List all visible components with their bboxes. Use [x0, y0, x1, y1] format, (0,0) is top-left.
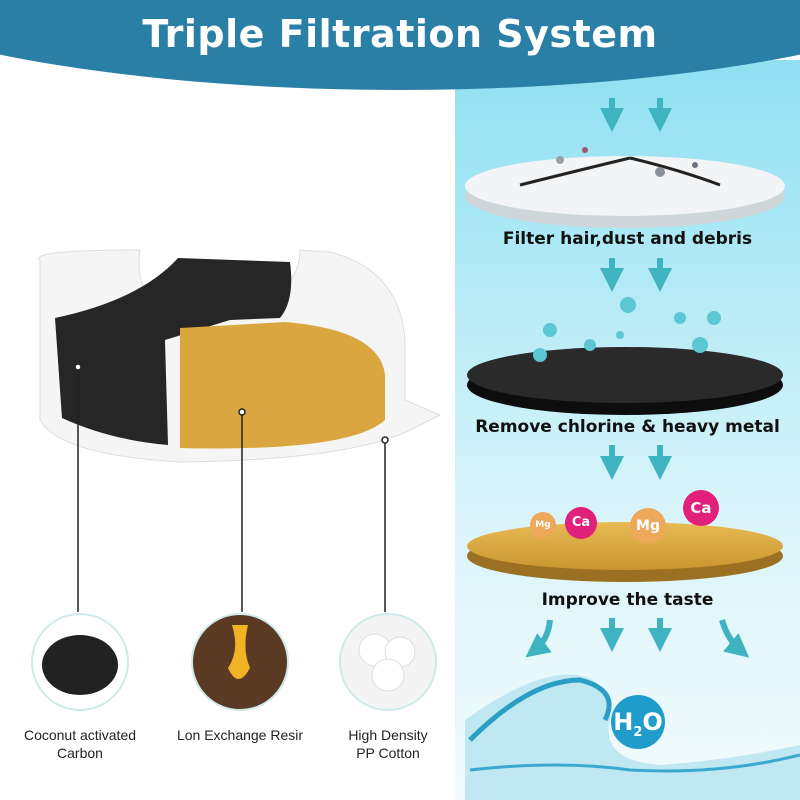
material-label-line: High Density: [348, 727, 428, 743]
water-wave: [465, 674, 800, 800]
mg-ion: Mg: [530, 512, 556, 538]
stage-1-label: Filter hair,dust and debris: [502, 229, 753, 249]
h2o-sub: 2: [633, 724, 643, 740]
material-label-resin: Lon Exchange Resir: [165, 726, 315, 744]
leader-lines: [74, 363, 389, 612]
page-title: Triple Filtration System: [142, 12, 658, 56]
ca-ion: Ca: [565, 507, 597, 539]
header-banner: [0, 0, 800, 90]
material-label-line: PP Cotton: [356, 745, 420, 761]
material-label-cotton: High Density PP Cotton: [313, 726, 463, 762]
material-label-line: Coconut activated: [23, 727, 137, 743]
mg-ion: Mg: [630, 508, 666, 544]
material-images: [31, 613, 437, 711]
material-label-line: Carbon: [57, 745, 103, 761]
ca-ion: Ca: [683, 490, 719, 526]
material-label-line: Lon Exchange Resir: [176, 727, 304, 743]
h2o-badge: H2O: [611, 695, 665, 749]
material-label-carbon: Coconut activated Carbon: [5, 726, 155, 762]
carbon-disc: [467, 297, 783, 415]
h2o-h: H: [613, 708, 634, 736]
pp-cotton-disc: [465, 147, 785, 228]
resin-disc: [467, 522, 783, 582]
stage-3-label: Improve the taste: [541, 590, 714, 610]
filter-cartridge: [38, 249, 442, 463]
stage-2-label: Remove chlorine & heavy metal: [475, 417, 780, 437]
h2o-o: O: [642, 708, 663, 736]
flow-arrows: [525, 98, 750, 658]
